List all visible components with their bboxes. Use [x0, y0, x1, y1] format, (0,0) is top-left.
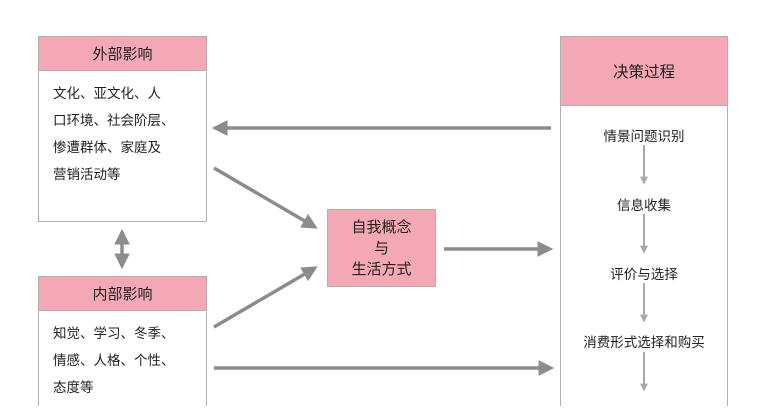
self-concept-line: 与 — [373, 238, 389, 257]
decision-step: 情景问题识别 — [603, 129, 685, 145]
external-influence-box: 外部影响 文化、亚文化、人 口环境、社会阶层、 惨遭群体、家庭及 营销活动等 — [38, 36, 207, 222]
internal-line: 情感、人格、个性、 — [53, 353, 175, 369]
external-influence-body: 文化、亚文化、人 口环境、社会阶层、 惨遭群体、家庭及 营销活动等 — [39, 71, 206, 199]
decision-process-title: 决策过程 — [561, 37, 727, 106]
external-line: 惨遭群体、家庭及 — [53, 140, 161, 156]
external-line: 文化、亚文化、人 — [53, 86, 161, 102]
internal-line: 知觉、学习、冬季、 — [53, 326, 175, 342]
internal-to-self-arrow — [213, 266, 318, 329]
self-concept-lifestyle-box: 自我概念 与 生活方式 — [327, 209, 436, 287]
self-concept-line: 生活方式 — [351, 259, 412, 278]
internal-line: 态度等 — [53, 380, 94, 396]
decision-step: 消费形式选择和购买 — [583, 335, 705, 351]
external-influence-title: 外部影响 — [39, 37, 206, 71]
external-line: 口环境、社会阶层、 — [53, 113, 175, 129]
internal-influence-body: 知觉、学习、冬季、 情感、人格、个性、 态度等 — [39, 311, 206, 412]
decision-step: 信息收集 — [617, 198, 671, 214]
decision-step: 评价与选择 — [610, 267, 678, 283]
internal-influence-title: 内部影响 — [39, 277, 206, 311]
external-line: 营销活动等 — [53, 167, 121, 183]
external-to-self-arrow — [213, 166, 318, 229]
self-concept-line: 自我概念 — [351, 217, 412, 236]
connector-arrows — [114, 120, 648, 392]
internal-influence-box: 内部影响 知觉、学习、冬季、 情感、人格、个性、 态度等 — [38, 276, 207, 406]
